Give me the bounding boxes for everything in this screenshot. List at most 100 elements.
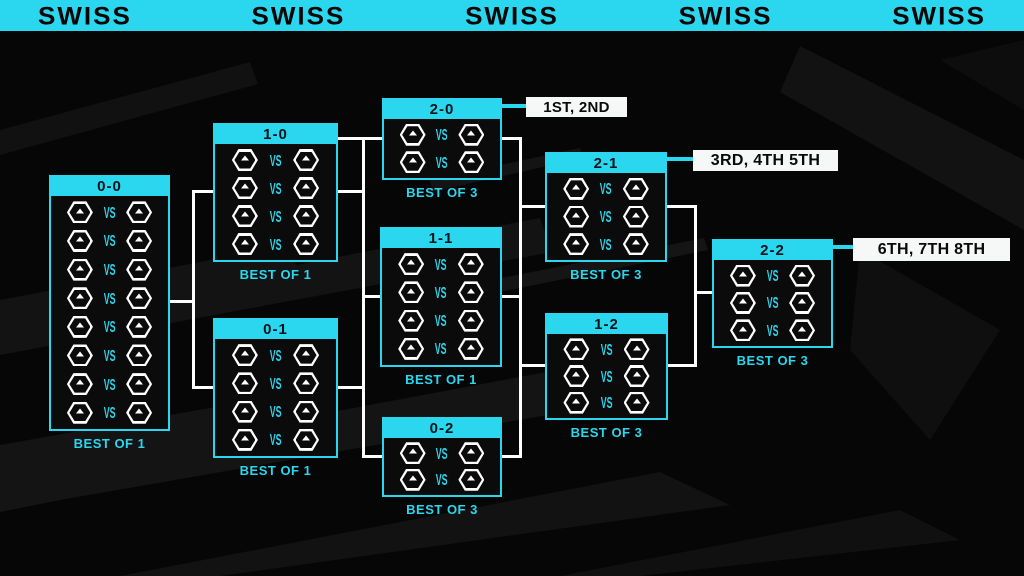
team-logo-hexagon-icon — [624, 392, 650, 414]
team-logo-hexagon-icon — [730, 265, 756, 287]
team-logo-hexagon-icon — [67, 344, 93, 366]
match-row: VS — [215, 341, 336, 369]
logo-triangle-icon — [466, 316, 475, 322]
team-logo-hexagon-icon — [67, 201, 93, 223]
match-row: VS — [547, 230, 665, 258]
match-row: VS — [714, 317, 831, 344]
match-row: VS — [51, 370, 168, 399]
team-logo-hexagon-icon — [563, 233, 589, 255]
match-row: VS — [714, 262, 831, 289]
connector-line — [668, 364, 697, 367]
best-of-label: BEST OF 1 — [239, 463, 312, 478]
team-logo-hexagon-icon — [458, 151, 484, 173]
logo-triangle-icon — [632, 398, 641, 404]
best-of-label: BEST OF 3 — [570, 425, 643, 440]
team-logo-hexagon-icon — [563, 365, 589, 387]
logo-triangle-icon — [135, 322, 144, 328]
team-logo-hexagon-icon — [232, 149, 258, 171]
vs-label: VS — [269, 374, 282, 393]
placement-label-1st-2nd: 1ST, 2ND — [526, 97, 627, 117]
match-row: VS — [384, 149, 500, 177]
team-logo-hexagon-icon — [398, 338, 424, 360]
logo-triangle-icon — [632, 371, 641, 377]
team-logo-hexagon-icon — [67, 259, 93, 281]
logo-triangle-icon — [407, 344, 416, 350]
bracket-box-0-1: 0-1 VS VS VS VS BEST OF 1 — [213, 318, 338, 478]
placement-connector-line — [502, 104, 526, 108]
logo-triangle-icon — [572, 398, 581, 404]
team-logo-hexagon-icon — [126, 373, 152, 395]
match-row: VS — [382, 278, 500, 306]
team-logo-hexagon-icon — [458, 469, 484, 491]
team-logo-hexagon-icon — [789, 319, 815, 341]
team-logo-hexagon-icon — [67, 316, 93, 338]
record-header: 1-1 — [382, 229, 500, 248]
vs-label: VS — [600, 207, 612, 226]
vs-label: VS — [435, 283, 447, 302]
logo-triangle-icon — [240, 239, 249, 245]
connector-line — [519, 205, 545, 208]
team-logo-hexagon-icon — [789, 292, 815, 314]
vs-label: VS — [435, 255, 447, 274]
vs-label: VS — [436, 153, 448, 172]
vs-label: VS — [436, 470, 448, 489]
logo-triangle-icon — [240, 435, 249, 441]
best-of-label: BEST OF 1 — [239, 267, 312, 282]
connector-line — [694, 291, 712, 294]
logo-triangle-icon — [408, 157, 417, 163]
match-rows: VS VS VS VS — [215, 339, 336, 456]
record-header: 0-1 — [215, 320, 336, 339]
team-logo-hexagon-icon — [126, 402, 152, 424]
banner-wordmark: SWISS — [251, 1, 346, 30]
logo-triangle-icon — [572, 212, 581, 218]
vs-label: VS — [269, 402, 282, 421]
connector-line — [338, 190, 365, 193]
vs-label: VS — [435, 311, 447, 330]
vs-label: VS — [103, 317, 116, 336]
vs-label: VS — [103, 346, 116, 365]
team-logo-hexagon-icon — [293, 344, 319, 366]
logo-triangle-icon — [467, 130, 476, 136]
placement-connector-line — [667, 157, 693, 161]
team-logo-hexagon-icon — [293, 149, 319, 171]
team-logo-hexagon-icon — [563, 206, 589, 228]
connector-line — [338, 137, 382, 140]
logo-triangle-icon — [302, 379, 311, 385]
vs-label: VS — [103, 403, 116, 422]
team-logo-hexagon-icon — [67, 402, 93, 424]
team-logo-hexagon-icon — [400, 124, 426, 146]
match-rows: VS VS — [384, 438, 500, 495]
logo-triangle-icon — [302, 350, 311, 356]
logo-triangle-icon — [466, 259, 475, 265]
logo-triangle-icon — [407, 316, 416, 322]
logo-triangle-icon — [631, 239, 640, 245]
logo-triangle-icon — [240, 183, 249, 189]
vs-label: VS — [766, 266, 779, 285]
vs-label: VS — [269, 430, 282, 449]
logo-triangle-icon — [75, 236, 84, 242]
vs-label: VS — [103, 231, 116, 250]
match-row: VS — [384, 440, 500, 467]
logo-triangle-icon — [302, 435, 311, 441]
logo-triangle-icon — [240, 379, 249, 385]
vs-label: VS — [600, 367, 613, 385]
team-logo-hexagon-icon — [730, 292, 756, 314]
team-logo-hexagon-icon — [623, 178, 649, 200]
best-of-label: BEST OF 3 — [736, 353, 809, 368]
team-logo-hexagon-icon — [126, 201, 152, 223]
logo-triangle-icon — [75, 208, 84, 214]
match-row: VS — [215, 398, 336, 426]
team-logo-hexagon-icon — [400, 151, 426, 173]
team-logo-hexagon-icon — [67, 230, 93, 252]
team-logo-hexagon-icon — [398, 310, 424, 332]
